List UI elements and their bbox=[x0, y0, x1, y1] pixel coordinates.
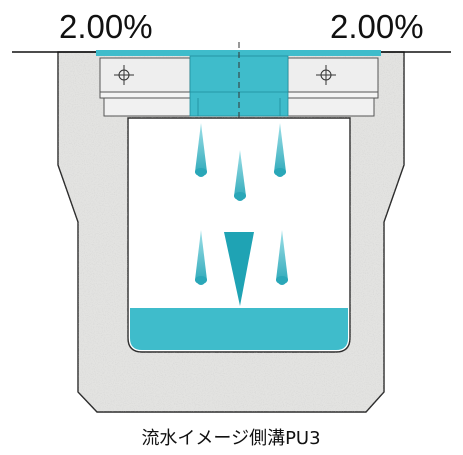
channel-water bbox=[130, 308, 348, 350]
bolt-icon bbox=[316, 65, 336, 85]
slope-right-label: 2.00% bbox=[330, 8, 424, 45]
flow-arrow-icon bbox=[224, 232, 254, 306]
water-droplet bbox=[274, 123, 286, 177]
water-droplet bbox=[276, 230, 288, 285]
cover-left bbox=[99, 57, 191, 93]
slope-left-label: 2.00% bbox=[59, 8, 153, 45]
water-droplet bbox=[234, 150, 246, 201]
diagram-caption: 流水イメージ側溝PU3 bbox=[141, 428, 320, 449]
water-droplet bbox=[195, 230, 207, 285]
water-droplet bbox=[195, 123, 207, 177]
bolt-icon bbox=[114, 65, 134, 85]
